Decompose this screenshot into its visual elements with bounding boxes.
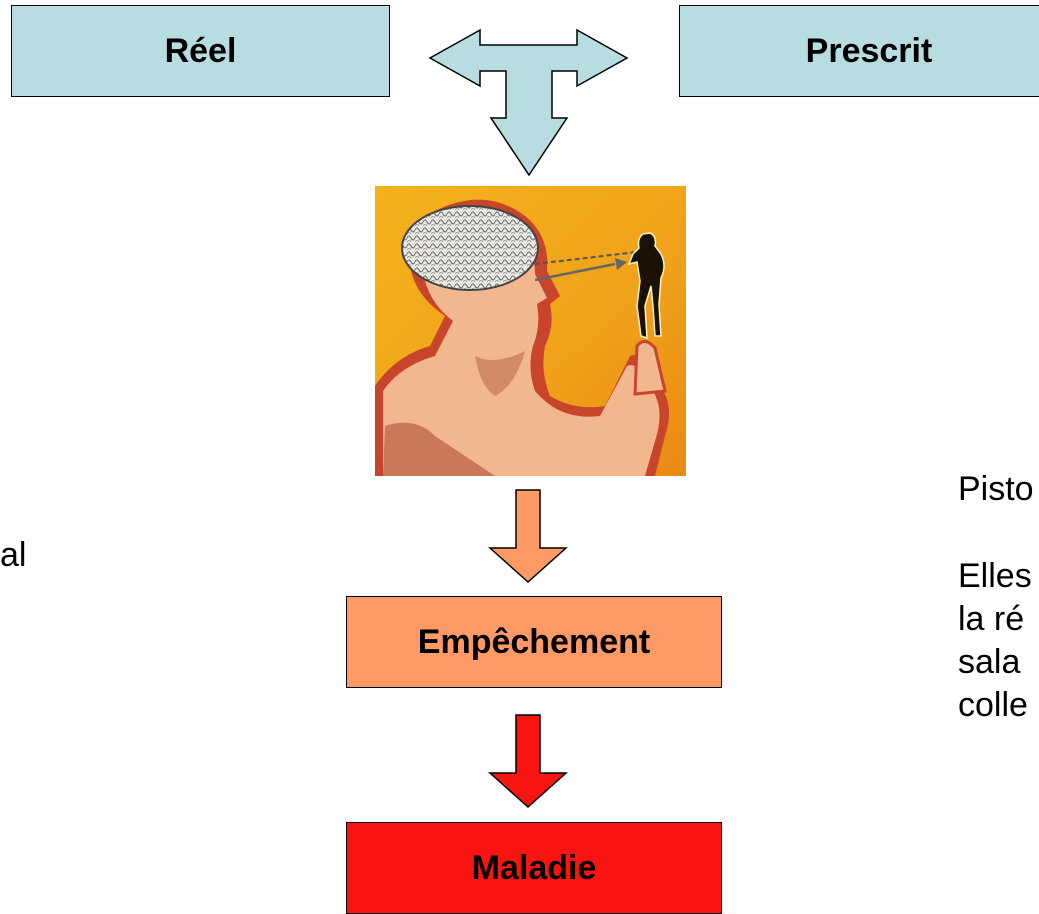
down-arrow-red	[488, 714, 568, 809]
right-text-line-2: Elles	[958, 557, 1032, 595]
right-text-line-4: sala	[958, 643, 1021, 681]
down-arrow-orange	[488, 489, 568, 584]
reel-box: Réel	[11, 5, 390, 97]
maladie-box: Maladie	[346, 822, 722, 914]
prescrit-box: Prescrit	[679, 5, 1039, 97]
right-text-line-1: Pisto	[958, 470, 1034, 508]
man-head-brain-illustration	[375, 186, 686, 476]
right-text-line-5: colle	[958, 686, 1028, 724]
prescrit-label: Prescrit	[805, 31, 933, 70]
empechement-box: Empêchement	[346, 596, 722, 688]
maladie-label: Maladie	[471, 848, 597, 887]
left-text-fragment: al	[0, 536, 27, 574]
reel-label: Réel	[164, 31, 237, 70]
empechement-label: Empêchement	[417, 622, 651, 661]
three-way-arrow	[428, 28, 629, 177]
right-text-line-3: la ré	[958, 600, 1025, 638]
